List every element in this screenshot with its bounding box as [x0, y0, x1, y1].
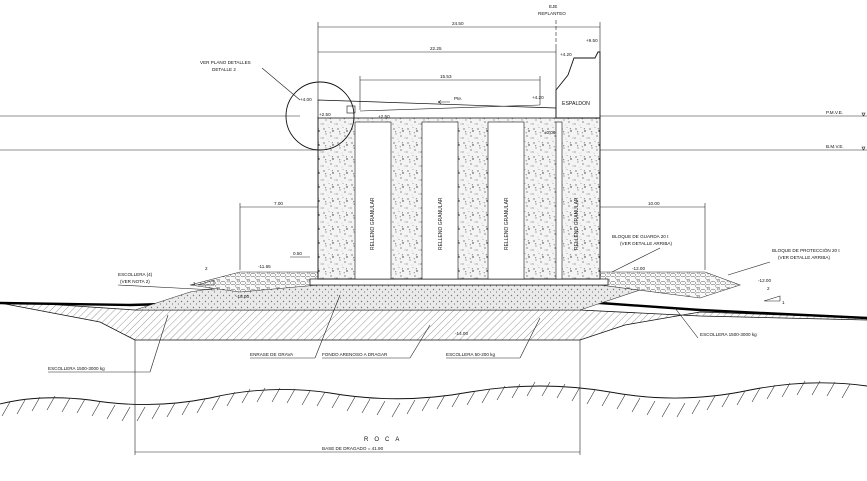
rock-line: [0, 382, 867, 405]
eje-label-1: EJE: [549, 4, 557, 9]
slope-left-1: 1: [193, 281, 196, 286]
cell-label-2: RELLENO GRANULAR: [438, 197, 444, 250]
pmve-triangle: [861, 112, 866, 117]
slope-left-triangle: [197, 279, 215, 286]
bmve-triangle: [861, 146, 866, 151]
escollera-right-label: ESCOLLERA 1500-3000 kg: [700, 332, 757, 337]
dim-inner: 22.25: [430, 46, 442, 51]
bloque-guarda-label2: (VER DETALLE ARRIBA): [620, 241, 672, 246]
cell-label-3: RELLENO GRANULAR: [504, 197, 510, 250]
gravel-bed: [134, 284, 641, 311]
dim-total: 24.50: [452, 21, 464, 26]
lvl-m18-00: -18.00: [236, 294, 249, 299]
lvl-4-00: +4.00: [300, 97, 312, 102]
lvl-4-20a: +4.20: [560, 52, 572, 57]
lvl-2-50a: +2.50: [319, 112, 331, 117]
lvl-m14-00: -14.00: [455, 331, 468, 336]
lvl-2-50b: +2.50: [378, 114, 390, 119]
pte-arrow: [437, 100, 450, 104]
slope-right-1: 1: [782, 300, 785, 305]
fondo-label: FONDO ARENOSO A DRAGAR: [322, 352, 388, 357]
escollera-left-label2: (VER NOTA 2): [120, 279, 150, 284]
lvl-m12-00b: -12.00: [758, 278, 771, 283]
roca-label: ROCA: [364, 437, 405, 443]
lvl-9-50: +9.50: [586, 38, 598, 43]
lvl-m12-00a: -12.00: [632, 266, 645, 271]
base-dragado-label: BASE DE DRAGADO = 41.90: [322, 446, 384, 451]
eje-label-2: REPLANTEO: [538, 11, 566, 16]
bmve-label: B.M.V.E.: [826, 144, 844, 149]
escollera-bottom-left-label: ESCOLLERA 1500-3000 kg: [48, 366, 105, 371]
enrase-label: ENRASE DE GRAVA: [250, 352, 294, 357]
espaldon-label: ESPALDON: [562, 101, 590, 107]
top-dimensions: [317, 22, 601, 110]
detail-callout-circle: [285, 81, 355, 151]
slope-right-triangle: [763, 295, 781, 302]
dim-right: 10.00: [648, 201, 660, 206]
bloque-prot-label1: BLOQUE DE PROTECCIÓN 20 t: [772, 247, 840, 253]
water-level-lines: [0, 115, 867, 151]
ver-plano-line2: DETALLE 2: [212, 67, 236, 72]
lvl-0-00: ±0.00: [544, 130, 556, 135]
deck-box: [346, 105, 356, 114]
caisson-cell-walls: [354, 121, 563, 280]
bloque-guarda-label1: BLOQUE DE GUARDA 20 t: [612, 234, 669, 239]
lvl-m11-65: -11.65: [258, 264, 271, 269]
caisson-base-slab: [309, 278, 609, 286]
escollera-left-label1: ESCOLLERA (4): [118, 272, 153, 277]
escollera-mid-label: ESCOLLERA 50-200 kg: [446, 352, 495, 357]
slope-right-2: 2: [767, 286, 770, 291]
dim-small: 0.50: [293, 251, 302, 256]
cell-label-1: RELLENO GRANULAR: [370, 197, 376, 250]
side-dimensions: [239, 203, 706, 270]
espaldon: [555, 51, 601, 119]
dim-slab: 15.53: [440, 74, 452, 79]
dim-left: 7.00: [274, 201, 283, 206]
ver-plano-line1: VER PLANO DETALLES: [200, 60, 251, 65]
cell-label-4: RELLENO GRANULAR: [574, 197, 580, 250]
rock-hatching: [1, 380, 851, 422]
slope-left-2: 2: [205, 266, 208, 271]
pte-label: Pte.: [454, 96, 462, 101]
pmve-label: P.M.V.E.: [826, 110, 843, 115]
bloque-prot-label2: (VER DETALLE ARRIBA): [778, 255, 830, 260]
lvl-4-20b: +4.20: [532, 95, 544, 100]
